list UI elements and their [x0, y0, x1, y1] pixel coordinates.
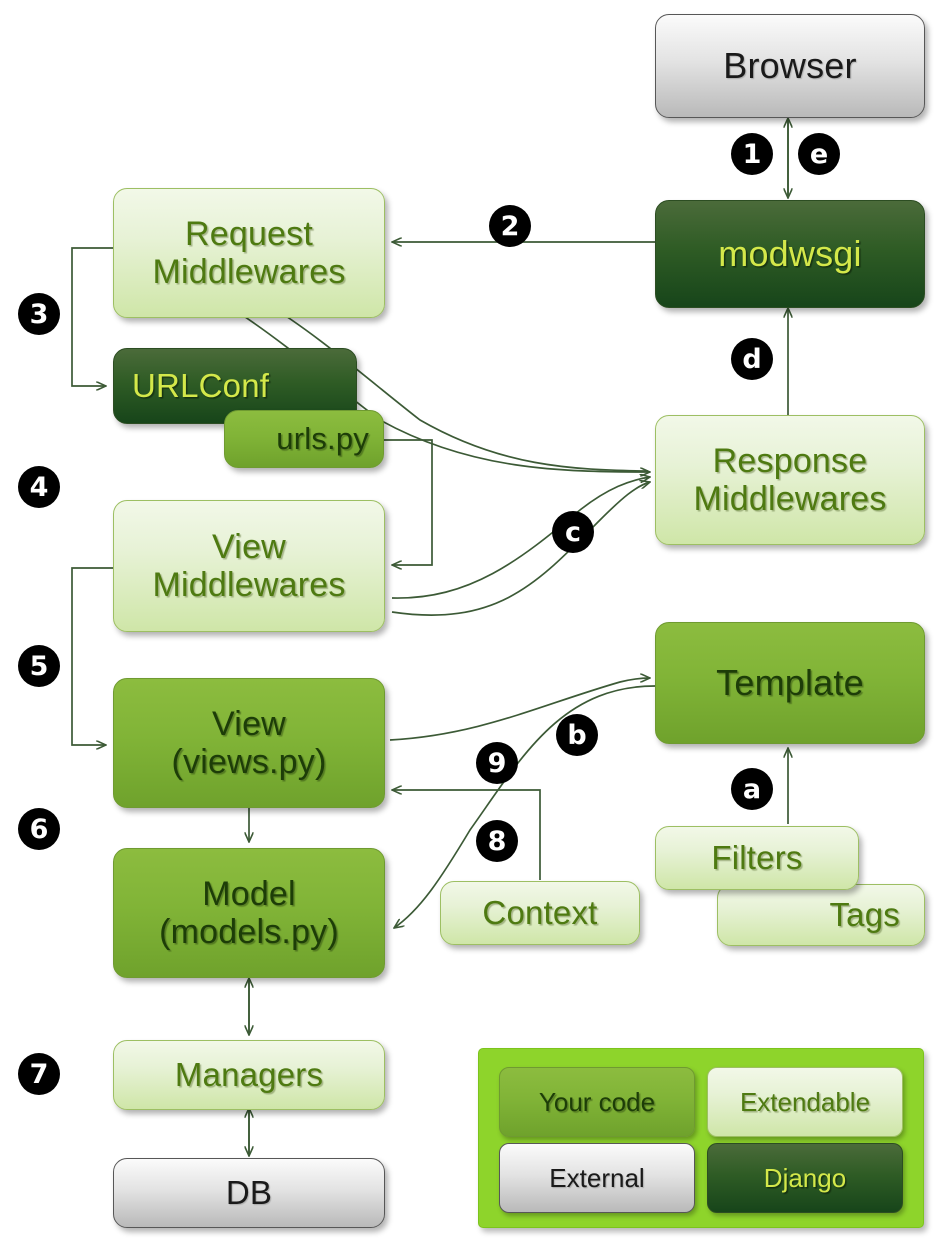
step-badge-9-label: 9 [487, 747, 507, 779]
node-view-label: View (views.py) [171, 704, 327, 781]
node-request-middlewares[interactable]: Request Middlewares [113, 188, 385, 318]
legend-item-django-label: Django [763, 1162, 847, 1193]
node-response-middlewares-label: Response Middlewares [693, 441, 887, 518]
node-urlconf-label: URLConf [132, 366, 270, 404]
step-badge-4: 4 [18, 466, 60, 508]
node-context-label: Context [482, 893, 598, 931]
node-context[interactable]: Context [440, 881, 640, 945]
node-filters-label: Filters [711, 838, 803, 876]
node-response-middlewares[interactable]: Response Middlewares [655, 415, 925, 545]
node-db[interactable]: DB [113, 1158, 385, 1228]
step-badge-d-label: d [742, 343, 762, 375]
step-badge-d: d [731, 338, 773, 380]
node-urls-py[interactable]: urls.py [224, 410, 384, 468]
step-badge-6: 6 [18, 808, 60, 850]
legend-item-extendable: Extendable [707, 1067, 903, 1137]
step-badge-e-label: e [809, 138, 829, 170]
step-badge-3-label: 3 [29, 298, 49, 330]
node-managers[interactable]: Managers [113, 1040, 385, 1110]
node-filters[interactable]: Filters [655, 826, 859, 890]
step-badge-c-label: c [564, 516, 581, 548]
legend-item-your-code: Your code [499, 1067, 695, 1137]
step-badge-9: 9 [476, 742, 518, 784]
node-view-middlewares-label: View Middlewares [152, 527, 346, 604]
step-badge-a: a [731, 768, 773, 810]
step-badge-8-label: 8 [487, 825, 507, 857]
step-badge-4-label: 4 [29, 471, 49, 503]
step-badge-6-label: 6 [29, 813, 49, 845]
node-browser-label: Browser [723, 44, 857, 86]
legend-item-your-code-label: Your code [538, 1086, 656, 1117]
node-tags[interactable]: Tags [717, 884, 925, 946]
step-badge-b-label: b [567, 719, 587, 751]
legend-item-external-label: External [549, 1162, 645, 1193]
node-tags-label: Tags [829, 895, 900, 933]
node-db-label: DB [225, 1173, 273, 1211]
step-badge-2-label: 2 [500, 210, 520, 242]
node-browser[interactable]: Browser [655, 14, 925, 118]
node-modwsgi[interactable]: modwsgi [655, 200, 925, 308]
node-template[interactable]: Template [655, 622, 925, 744]
step-badge-7: 7 [18, 1053, 60, 1095]
step-badge-3: 3 [18, 293, 60, 335]
legend-item-external: External [499, 1143, 695, 1213]
step-badge-1: 1 [731, 133, 773, 175]
node-template-label: Template [716, 661, 864, 703]
step-badge-2: 2 [489, 205, 531, 247]
node-urls-py-label: urls.py [276, 420, 369, 456]
step-badge-b: b [556, 714, 598, 756]
step-badge-8: 8 [476, 820, 518, 862]
node-managers-label: Managers [174, 1055, 324, 1093]
node-view-middlewares[interactable]: View Middlewares [113, 500, 385, 632]
step-badge-1-label: 1 [742, 138, 762, 170]
step-badge-5: 5 [18, 645, 60, 687]
step-badge-5-label: 5 [29, 650, 49, 682]
step-badge-7-label: 7 [29, 1058, 49, 1090]
step-badge-e: e [798, 133, 840, 175]
node-request-middlewares-label: Request Middlewares [152, 214, 346, 291]
legend: Your code Extendable External Django [478, 1048, 924, 1228]
legend-item-extendable-label: Extendable [739, 1086, 871, 1117]
node-view[interactable]: View (views.py) [113, 678, 385, 808]
step-badge-c: c [552, 511, 594, 553]
step-badge-a-label: a [742, 773, 762, 805]
legend-item-django: Django [707, 1143, 903, 1213]
node-modwsgi-label: modwsgi [718, 232, 862, 274]
node-model-label: Model (models.py) [159, 874, 339, 951]
node-model[interactable]: Model (models.py) [113, 848, 385, 978]
